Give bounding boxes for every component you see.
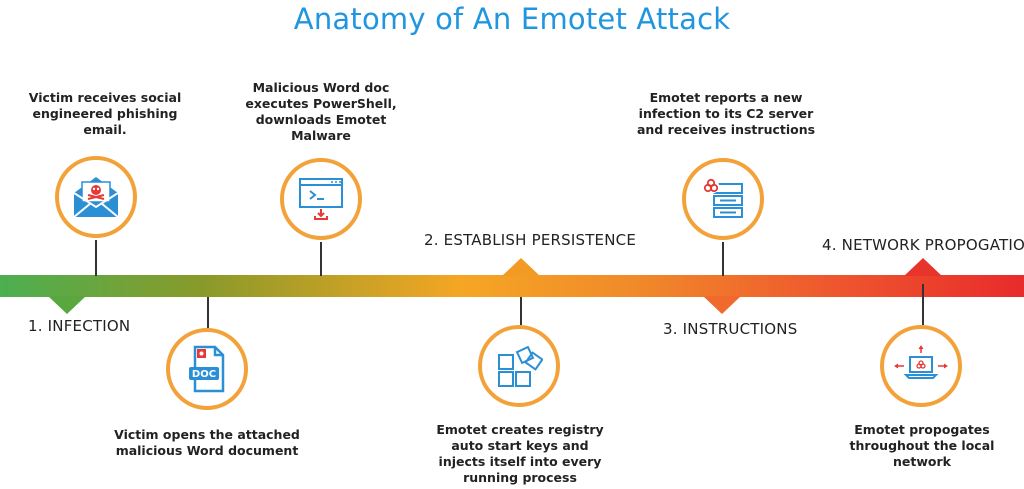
step-phishing-circle: [55, 156, 137, 238]
propagation-pointer: [904, 258, 942, 276]
step-powershell-circle: [280, 158, 362, 240]
step-registry-circle: [478, 325, 560, 407]
step-powershell-text: Malicious Word doc executes PowerShell, …: [245, 80, 397, 143]
terminal-download-icon: [299, 178, 343, 220]
step-propagate-text: Emotet propogates throughout the local n…: [849, 422, 995, 469]
step-c2-text: Emotet reports a new infection to its C2…: [636, 90, 816, 137]
stage-infection-label: 1. INFECTION: [28, 317, 131, 335]
connector-open-doc: [207, 297, 209, 328]
envelope-skull-icon: [73, 177, 119, 218]
connector-c2: [722, 242, 724, 276]
persistence-pointer: [502, 258, 540, 276]
page-title: Anatomy of An Emotet Attack: [293, 2, 731, 36]
connector-propagate: [922, 284, 924, 325]
step-open-doc-circle: DOC: [166, 328, 248, 410]
connector-powershell: [320, 242, 322, 276]
stage-instructions-label: 3. INSTRUCTIONS: [663, 320, 798, 338]
doc-file-icon: DOC: [189, 345, 225, 393]
step-registry-text: Emotet creates registry auto start keys …: [436, 422, 604, 485]
step-propagate-circle: [880, 325, 962, 407]
step-phishing-text: Victim receives social engineered phishi…: [28, 90, 182, 137]
laptop-network-icon: [894, 345, 948, 379]
step-c2-circle: [682, 158, 764, 240]
server-biohazard-icon: [703, 178, 743, 218]
instructions-pointer: [703, 296, 741, 314]
connector-phishing: [95, 240, 97, 276]
step-open-doc-text: Victim opens the attached malicious Word…: [114, 427, 300, 458]
stage-persistence-label: 2. ESTABLISH PERSISTENCE: [424, 231, 637, 249]
infection-pointer: [48, 296, 86, 314]
connector-registry: [520, 297, 522, 325]
doc-icon-label: DOC: [192, 369, 216, 380]
timeline-bar: [0, 275, 1024, 297]
blocks-icon: [498, 345, 543, 387]
stage-propagation-label: 4. NETWORK PROPOGATION: [822, 236, 1024, 254]
